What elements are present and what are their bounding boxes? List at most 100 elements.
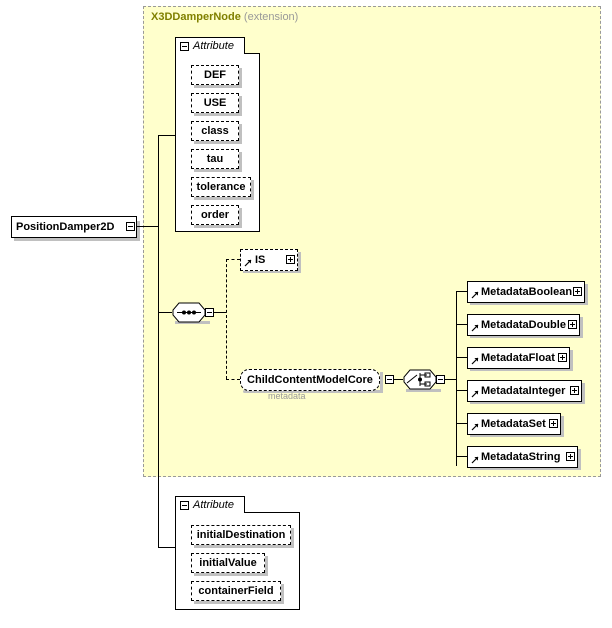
attribute-group-bottom-label: Attribute — [193, 499, 234, 511]
root-node-collapse-expander[interactable] — [126, 222, 135, 231]
connector-metadata-1 — [456, 324, 467, 325]
node-metadata-float-expander[interactable] — [558, 353, 567, 362]
attribute-order-label: order — [200, 209, 230, 221]
metadata-string-shadow-r — [578, 449, 581, 470]
node-childcontentmodelcore[interactable]: ChildContentModelCore — [240, 369, 380, 391]
attr-shadow-use-r — [239, 96, 242, 116]
connector-branch-trunk-dashed — [226, 259, 227, 379]
attr-shadow-containerfield — [194, 601, 284, 604]
metadata-float-shadow-r — [570, 350, 573, 371]
metadata-boolean-arrow-icon — [471, 291, 479, 299]
attribute-group-top-expander[interactable] — [180, 41, 189, 51]
attr-shadow-containerfield-r — [281, 584, 284, 604]
metadata-set-arrow-icon — [471, 423, 479, 431]
attr-shadow-initialdestination-r — [291, 528, 294, 548]
choice-expander[interactable] — [436, 375, 445, 384]
node-metadata-float[interactable]: MetadataFloat — [467, 347, 570, 369]
attr-shadow-initialdestination — [194, 545, 294, 548]
node-metadata-integer-label: MetadataInteger — [481, 385, 566, 397]
is-arrow-icon — [244, 259, 252, 267]
attribute-order[interactable]: order — [191, 205, 239, 225]
attribute-def[interactable]: DEF — [191, 65, 239, 85]
node-metadata-float-label: MetadataFloat — [481, 352, 555, 364]
root-node-shadow — [14, 238, 140, 241]
root-node-label: PositionDamper2D — [16, 221, 115, 233]
connector-branch-to-childcontentmodelcore — [226, 379, 240, 380]
attr-shadow-use — [194, 113, 242, 116]
attribute-class[interactable]: class — [191, 121, 239, 141]
attr-shadow-tau — [194, 169, 242, 172]
node-is[interactable]: IS — [240, 249, 298, 271]
node-metadata-double[interactable]: MetadataDouble — [467, 314, 580, 336]
attr-shadow-class — [194, 141, 242, 144]
attribute-containerfield[interactable]: containerField — [191, 581, 281, 601]
metadata-string-arrow-icon — [471, 456, 479, 464]
node-metadata-double-expander[interactable] — [568, 320, 577, 329]
attr-shadow-def — [194, 85, 242, 88]
attribute-tolerance-label: tolerance — [196, 181, 246, 193]
node-childcontentmodelcore-expander[interactable] — [385, 375, 394, 384]
attribute-initialdestination[interactable]: initialDestination — [191, 525, 291, 545]
attribute-use[interactable]: USE — [191, 93, 239, 113]
extension-title: X3DDamperNode (extension) — [151, 11, 298, 23]
connector-metadata-trunk — [456, 291, 457, 466]
connector-root-to-trunk — [137, 226, 159, 227]
attr-shadow-tolerance-r — [251, 180, 254, 200]
connector-trunk-to-sequence — [158, 312, 172, 313]
attr-shadow-tau-r — [239, 152, 242, 172]
connector-metadata-5 — [456, 456, 467, 457]
attribute-tolerance[interactable]: tolerance — [191, 177, 251, 197]
extension-qualifier: (extension) — [243, 11, 299, 23]
connector-sequence-to-branches — [214, 312, 226, 313]
node-is-expander[interactable] — [286, 255, 295, 264]
node-metadata-boolean-expander[interactable] — [573, 287, 582, 296]
attribute-initialvalue[interactable]: initialValue — [191, 553, 265, 573]
node-metadata-boolean-label: MetadataBoolean — [481, 286, 573, 298]
node-metadata-set-label: MetadataSet — [481, 418, 546, 430]
metadata-integer-shadow-r — [582, 383, 585, 404]
sequence-compositor[interactable] — [172, 302, 212, 323]
node-metadata-double-label: MetadataDouble — [481, 319, 566, 331]
node-metadata-boolean[interactable]: MetadataBoolean — [467, 281, 585, 303]
connector-main-trunk — [158, 135, 159, 548]
node-metadata-set-expander[interactable] — [549, 419, 558, 428]
attribute-group-top-tab[interactable]: Attribute — [175, 37, 245, 54]
node-metadata-integer[interactable]: MetadataInteger — [467, 380, 582, 402]
choice-compositor[interactable] — [403, 369, 443, 390]
node-metadata-string-label: MetadataString — [481, 451, 561, 463]
metadata-float-arrow-icon — [471, 357, 479, 365]
attribute-def-label: DEF — [204, 69, 226, 81]
metadata-set-shadow-r — [561, 416, 564, 437]
attribute-tau-label: tau — [206, 153, 224, 165]
node-metadata-string[interactable]: MetadataString — [467, 446, 578, 468]
attribute-class-label: class — [201, 125, 229, 137]
node-childcontentmodelcore-sublabel: metadata — [268, 391, 306, 401]
metadata-float-shadow — [470, 368, 573, 371]
metadata-integer-shadow — [470, 401, 585, 404]
sequence-expander[interactable] — [205, 308, 214, 317]
connector-metadata-3 — [456, 390, 467, 391]
attribute-group-bottom-tab[interactable]: Attribute — [175, 496, 245, 513]
ccmc-shadow-r — [380, 372, 383, 393]
metadata-double-arrow-icon — [471, 324, 479, 332]
node-childcontentmodelcore-label: ChildContentModelCore — [247, 374, 373, 386]
attribute-containerfield-label: containerField — [198, 585, 274, 597]
attribute-initialdestination-label: initialDestination — [196, 529, 286, 541]
node-metadata-set[interactable]: MetadataSet — [467, 413, 561, 435]
choice-shadow — [406, 389, 441, 392]
is-node-shadow-r — [298, 252, 301, 273]
attr-shadow-tolerance — [194, 197, 254, 200]
attribute-tau[interactable]: tau — [191, 149, 239, 169]
metadata-set-shadow — [470, 434, 564, 437]
node-metadata-integer-expander[interactable] — [570, 386, 579, 395]
connector-branch-to-is — [226, 259, 240, 260]
node-metadata-string-expander[interactable] — [566, 452, 575, 461]
connector-metadata-2 — [456, 357, 467, 358]
root-node-position-damper-2d[interactable]: PositionDamper2D — [11, 216, 137, 238]
attribute-group-bottom-expander[interactable] — [180, 500, 189, 510]
attr-shadow-initialvalue-r — [265, 556, 268, 576]
ccmc-shadow — [243, 390, 383, 393]
connector-choice-to-metadata-trunk — [445, 379, 457, 380]
attr-shadow-initialvalue — [194, 573, 268, 576]
metadata-integer-arrow-icon — [471, 390, 479, 398]
